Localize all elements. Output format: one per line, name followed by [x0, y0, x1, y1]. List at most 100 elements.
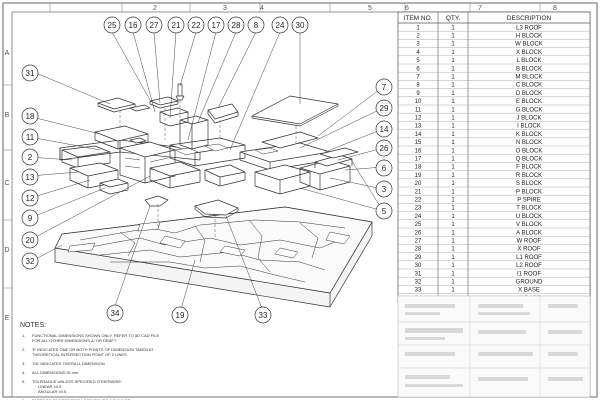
bom-cell: 1	[451, 148, 455, 154]
bom-cell: 28	[415, 247, 422, 253]
bom-cell: 19	[415, 173, 422, 179]
note-line: ALL DIMENSIONS IN mm	[32, 370, 79, 375]
balloon-number: 17	[212, 21, 221, 30]
w-roof-edge	[149, 101, 179, 109]
bom-cell: 1	[451, 280, 455, 286]
ground-plate	[54, 206, 373, 308]
notes-title: NOTES:	[20, 322, 46, 329]
bom-cell: 11	[415, 107, 422, 113]
row-label: C	[4, 180, 9, 187]
block-cluster	[59, 115, 353, 195]
note-line: TOLERANCE UNLESS SPECIFIED OTHERWISE:	[32, 379, 122, 384]
bom-cell: 14	[415, 132, 422, 138]
bom-cell: 1	[451, 165, 455, 171]
bom-cell: 1	[451, 263, 455, 269]
bom-cell: L3 ROOF	[516, 25, 542, 31]
top-zone-ticks	[49, 3, 541, 12]
bom-cell: 1	[451, 222, 455, 228]
note-line: PARTS TO BE FREE FROM SCRATCHES & DAMAGE	[32, 398, 131, 400]
balloon-number: 31	[26, 69, 35, 78]
bom-cell: 10	[415, 99, 422, 105]
bom-cell: 1	[416, 25, 420, 31]
bom-cell: G BLOCK	[516, 107, 543, 113]
balloon-number: 7	[382, 83, 387, 92]
bom-cell: 1	[451, 271, 455, 277]
bom-cell: L2 ROOF	[516, 263, 542, 269]
col-label: 4	[260, 5, 264, 12]
balloon: 5	[375, 202, 393, 220]
balloon-leaders	[27, 31, 384, 314]
row-labels: A B C D E	[4, 50, 9, 322]
bom-cell: D BLOCK	[516, 91, 542, 97]
bom-cell: 18	[415, 165, 422, 171]
bom-cell: 1	[451, 25, 455, 31]
assembly-center-lines	[119, 100, 297, 238]
x-base-part	[194, 199, 239, 216]
bom-cell: X BLOCK	[516, 50, 542, 56]
bom-cell: H BLOCK	[516, 34, 542, 40]
balloon: 26	[375, 139, 393, 157]
bom-cell: F BLOCK	[516, 165, 542, 171]
bom-cell: 26	[415, 230, 422, 236]
balloon: 3	[375, 180, 393, 198]
bom-cell: A BLOCK	[516, 230, 542, 236]
balloon-number: 9	[28, 214, 33, 223]
balloon-number: 28	[232, 21, 241, 30]
col-label: 2	[153, 5, 157, 12]
bom-cell: GROUND	[516, 280, 543, 286]
note-line: FOR ALL OTHER DIMENSIONS &/ OR DRAFT	[32, 338, 117, 343]
row-label: D	[4, 247, 9, 254]
balloon: 21	[167, 16, 185, 34]
balloon-number: 14	[380, 125, 389, 134]
balloon-number: 26	[380, 144, 389, 153]
balloon-number: 34	[111, 309, 120, 318]
balloon: 29	[375, 99, 393, 117]
balloon-number: 24	[276, 21, 285, 30]
balloon-number: 19	[176, 311, 185, 320]
row-label: A	[5, 50, 10, 57]
bom-cell: 7	[416, 75, 420, 81]
bom-cell: I1 ROOF	[517, 271, 541, 277]
bom-cell: 8	[416, 83, 420, 89]
balloon: 24	[271, 16, 289, 34]
balloon: 32	[21, 252, 39, 270]
balloon-number: 5	[382, 207, 387, 216]
row-label: E	[5, 315, 10, 322]
balloon: 27	[145, 16, 163, 34]
balloon: 31	[21, 64, 39, 82]
balloon-number: 21	[172, 21, 181, 30]
left-zone-ticks	[3, 84, 12, 289]
bom-cell: I BLOCK	[517, 124, 541, 130]
balloon: 2	[21, 148, 39, 166]
balloon: 28	[227, 16, 245, 34]
l3-roof-part	[319, 147, 359, 159]
balloon: 17	[207, 16, 225, 34]
balloon-number: 20	[26, 236, 35, 245]
balloon-number: 25	[108, 21, 117, 30]
bom-cell: E BLOCK	[516, 99, 542, 105]
bom-cell: 1	[451, 116, 455, 122]
bom-cell: 1	[451, 50, 455, 56]
note-line: 'E' INDICATES ONE OR BOTH POINTS OF DIME…	[32, 347, 154, 352]
bom-cell: M BLOCK	[515, 75, 542, 81]
bom-cell: W BLOCK	[515, 42, 543, 48]
bom-cell: X BASE	[518, 288, 540, 294]
bom-cell: 1	[451, 173, 455, 179]
bom-cell: 1	[451, 214, 455, 220]
bom-cell: 15	[415, 140, 422, 146]
bom-cell: U BLOCK	[516, 214, 542, 220]
x-base-edge	[194, 206, 239, 219]
bom-cell: 1	[451, 58, 455, 64]
bom-cell: V BLOCK	[516, 222, 542, 228]
bom-cell: 1	[451, 42, 455, 48]
bom-cell: 1	[451, 107, 455, 113]
bom-cell: S BLOCK	[516, 181, 542, 187]
bom-cell: 33	[415, 288, 422, 294]
note-line: ANGULAR ±0.5	[38, 389, 67, 394]
balloon: 9	[21, 209, 39, 227]
bom-cell: 1	[451, 75, 455, 81]
l1-roof-part	[261, 131, 319, 149]
note-number: 1.	[22, 333, 25, 338]
